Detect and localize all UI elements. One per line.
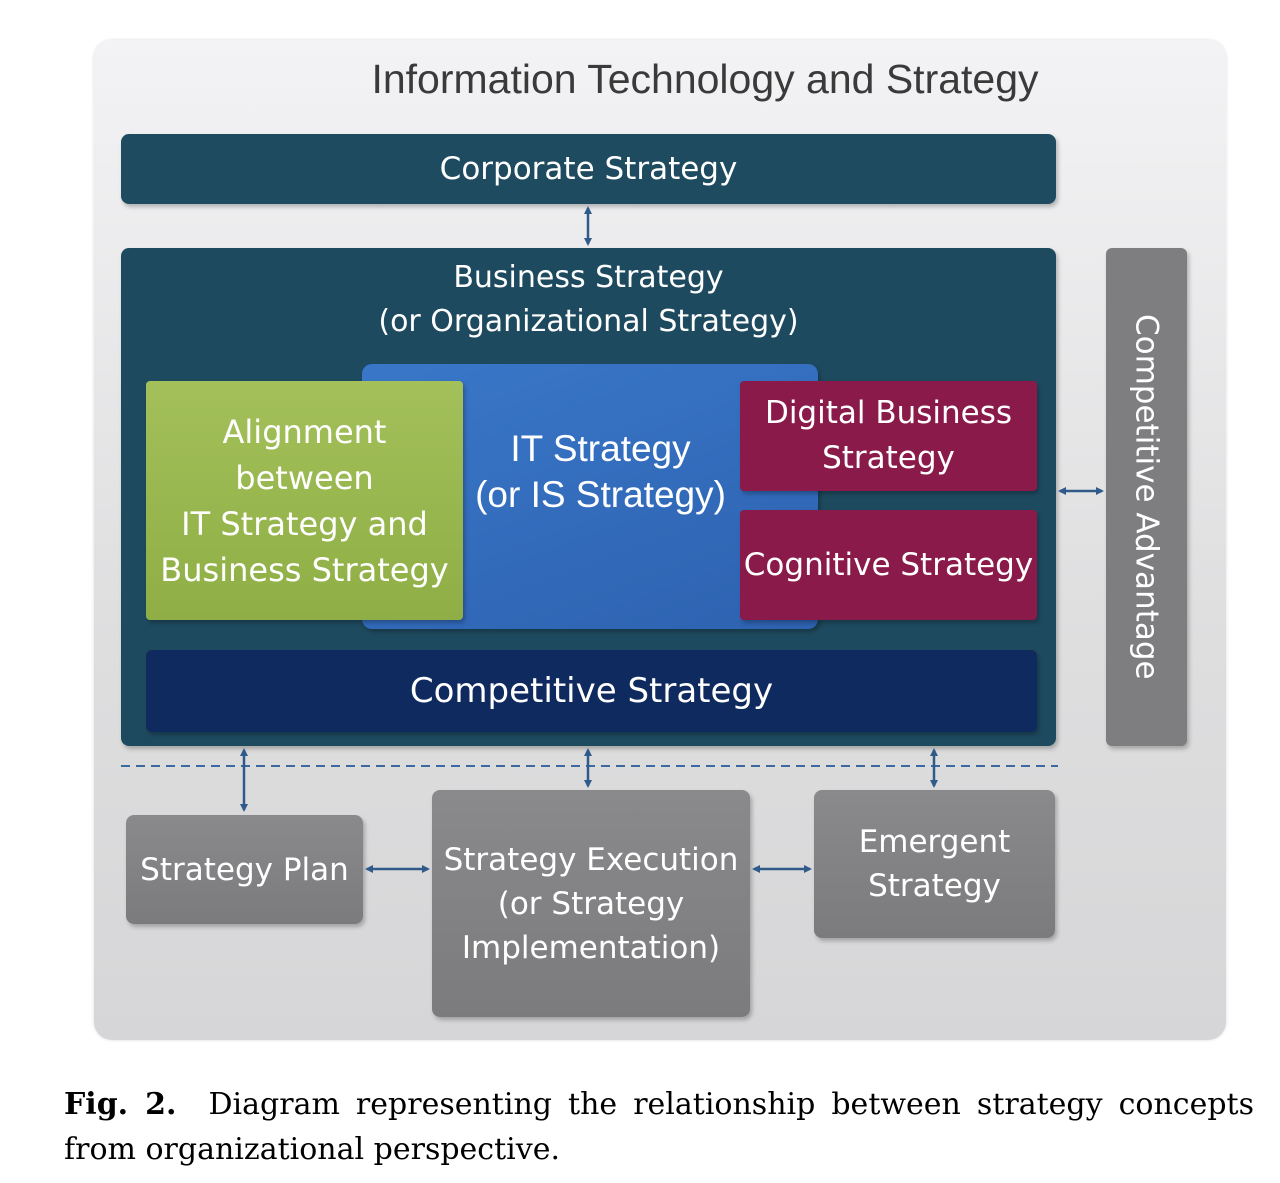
strategy-execution-box: Strategy Execution (or Strategy Implemen… [432, 790, 750, 1017]
business-strategy-label: Business Strategy (or Organizational Str… [121, 256, 1056, 344]
digital-business-strategy-box: Digital Business Strategy [740, 381, 1037, 491]
competitive-advantage-box: Competitive Advantage [1106, 248, 1187, 746]
digital-business-line2: Strategy [822, 440, 955, 476]
it-strategy-line1: IT Strategy [510, 428, 691, 469]
emergent-line2: Strategy [868, 868, 1001, 904]
figure-caption: Fig. 2. Diagram representing the relatio… [64, 1082, 1254, 1172]
it-strategy-line2: (or IS Strategy) [475, 474, 726, 515]
competitive-advantage-label: Competitive Advantage [1128, 314, 1165, 680]
strategy-execution-line3: Implementation) [461, 929, 721, 966]
alignment-line4: Business Strategy [160, 550, 449, 589]
strategy-execution-line2: (or Strategy [497, 885, 685, 922]
diagram-title: Information Technology and Strategy [371, 56, 1039, 102]
cognitive-strategy-box: Cognitive Strategy [740, 510, 1037, 620]
alignment-line3: IT Strategy and [181, 504, 428, 543]
digital-business-line1: Digital Business [764, 395, 1013, 431]
strategy-plan-label: Strategy Plan [140, 851, 349, 888]
emergent-line1: Emergent [858, 824, 1011, 860]
caption-text: Diagram representing the relationship be… [64, 1087, 1254, 1167]
competitive-strategy-box: Competitive Strategy [146, 650, 1037, 732]
business-strategy-line2: (or Organizational Strategy) [378, 304, 799, 339]
alignment-line1: Alignment [222, 412, 387, 451]
corporate-strategy-box: Corporate Strategy [121, 134, 1056, 204]
strategy-execution-line1: Strategy Execution [443, 841, 739, 878]
caption-label: Fig. 2. [64, 1087, 177, 1122]
business-strategy-line1: Business Strategy [453, 260, 724, 295]
cognitive-strategy-label: Cognitive Strategy [743, 547, 1034, 583]
it-strategy-label: IT Strategy (or IS Strategy) [468, 426, 733, 518]
strategy-plan-box: Strategy Plan [126, 815, 363, 924]
emergent-strategy-box: Emergent Strategy [814, 790, 1055, 938]
corporate-strategy-label: Corporate Strategy [439, 151, 738, 187]
alignment-line2: between [235, 458, 374, 497]
competitive-strategy-label: Competitive Strategy [409, 671, 774, 711]
alignment-box: Alignment between IT Strategy and Busine… [146, 381, 463, 620]
